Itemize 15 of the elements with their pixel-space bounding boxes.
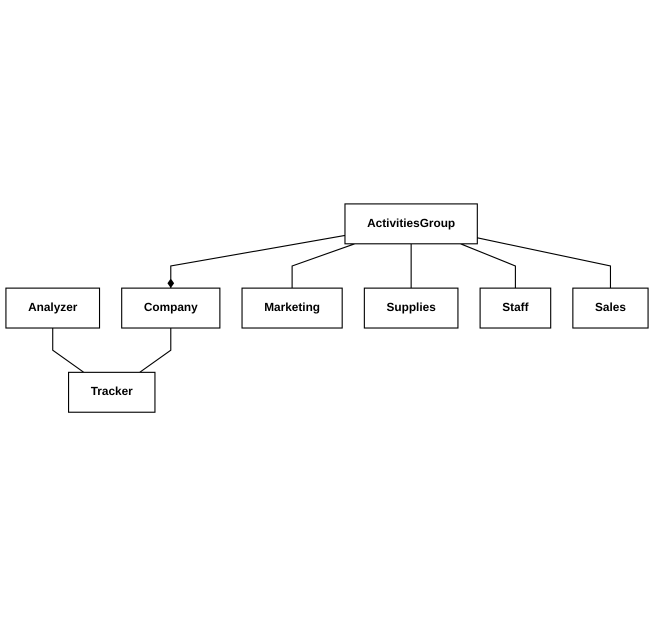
node-box: Company: [121, 288, 220, 329]
node-box: Analyzer: [5, 288, 100, 329]
connector: [410, 244, 412, 289]
connector: [139, 328, 172, 374]
node-box: Supplies: [364, 288, 458, 329]
node-box: Tracker: [68, 372, 156, 414]
node-box: Marketing: [241, 288, 343, 329]
connector: [292, 244, 355, 289]
connector: [460, 244, 516, 289]
connector: [168, 235, 346, 289]
node-box: ActivitiesGroup: [344, 204, 478, 245]
node-box: Staff: [480, 288, 552, 329]
node-box: Sales: [572, 288, 649, 329]
connector: [52, 328, 84, 374]
connector: [477, 238, 612, 289]
